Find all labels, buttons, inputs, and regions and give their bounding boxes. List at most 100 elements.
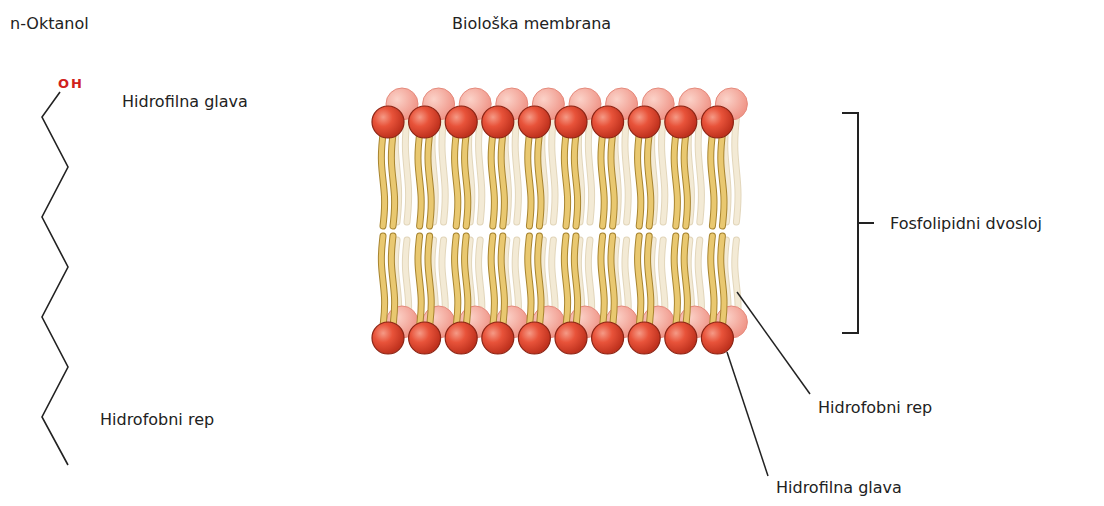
lipid-head xyxy=(518,322,550,354)
lipid-tail xyxy=(638,236,641,326)
lipid-head xyxy=(445,106,477,138)
lipid-tail xyxy=(405,118,408,222)
lipid-head xyxy=(555,322,587,354)
lipid-head xyxy=(701,322,733,354)
leader-line xyxy=(737,292,810,394)
lipid-tail xyxy=(538,134,541,226)
lipid-tail xyxy=(574,236,577,326)
lipid-tail xyxy=(698,118,701,222)
lipid-tail xyxy=(638,236,641,326)
lipid-tail xyxy=(418,236,421,326)
lipid-tail xyxy=(648,134,651,226)
front-layer xyxy=(372,106,733,354)
lipid-tail xyxy=(538,236,541,326)
lipid-tail xyxy=(381,236,384,326)
panel-title: n-Oktanol xyxy=(10,14,89,33)
lipid-tail xyxy=(528,134,531,226)
lipid-head xyxy=(592,322,624,354)
lipid-tail xyxy=(465,134,468,226)
lipid-tail xyxy=(625,118,628,222)
lipid-tail xyxy=(491,134,494,226)
panel-title: Biološka membrana xyxy=(452,14,611,33)
lipid-tail xyxy=(479,118,482,222)
lipid-head xyxy=(518,106,550,138)
lipid-tail xyxy=(638,134,641,226)
lipid-tail xyxy=(721,236,724,326)
lipid-tail xyxy=(501,236,504,326)
lipid-tail xyxy=(638,134,641,226)
lipid-tail xyxy=(611,134,614,226)
part-label: Fosfolipidni dvosloj xyxy=(890,214,1042,233)
lipid-head xyxy=(701,106,733,138)
lipid-tail xyxy=(515,118,518,222)
lipid-head xyxy=(665,322,697,354)
part-label: Hidrofilna glava xyxy=(776,478,902,497)
lipid-tail xyxy=(381,134,384,226)
lipid-tail xyxy=(564,236,567,326)
part-label: Hidrofobni rep xyxy=(818,398,932,417)
lipid-head xyxy=(592,106,624,138)
lipid-tail xyxy=(491,236,494,326)
lipid-tail xyxy=(455,236,458,326)
lipid-tail xyxy=(455,236,458,326)
lipid-tail xyxy=(574,134,577,226)
lipid-tail xyxy=(711,134,714,226)
lipid-tail xyxy=(564,134,567,226)
lipid-tail xyxy=(684,134,687,226)
lipid-tail xyxy=(418,134,421,226)
lipid-tail xyxy=(391,134,394,226)
lipid-tail xyxy=(601,236,604,326)
lipid-tail xyxy=(428,236,431,326)
lipid-head xyxy=(372,106,404,138)
lipid-tail xyxy=(552,118,555,222)
lipid-tail xyxy=(528,236,531,326)
lipid-tail xyxy=(465,236,468,326)
hydroxyl-group: OH xyxy=(58,76,84,92)
lipid-head xyxy=(482,106,514,138)
lipid-head xyxy=(409,322,441,354)
lipid-tail xyxy=(684,236,687,326)
lipid-tail xyxy=(442,118,445,222)
lipid-tail xyxy=(391,134,394,226)
lipid-tail xyxy=(601,236,604,326)
lipid-tail xyxy=(674,236,677,326)
lipid-tail xyxy=(698,118,701,222)
lipid-tail xyxy=(711,134,714,226)
lipid-tail xyxy=(442,118,445,222)
lipid-tail xyxy=(428,134,431,226)
lipid-tail xyxy=(625,118,628,222)
lipid-head xyxy=(482,322,514,354)
lipid-head xyxy=(665,106,697,138)
part-label: Hidrofobni rep xyxy=(100,410,214,429)
lipid-tail xyxy=(564,134,567,226)
carbon-chain xyxy=(42,92,68,465)
lipid-tail xyxy=(391,236,394,326)
lipid-tail xyxy=(601,134,604,226)
lipid-tail xyxy=(574,134,577,226)
lipid-tail xyxy=(405,118,408,222)
lipid-tail xyxy=(418,134,421,226)
lipid-tail xyxy=(721,236,724,326)
lipid-tail xyxy=(711,236,714,326)
lipid-tail xyxy=(479,118,482,222)
lipid-tail xyxy=(501,134,504,226)
lipid-head xyxy=(628,106,660,138)
lipid-head xyxy=(445,322,477,354)
lipid-tail xyxy=(601,134,604,226)
lipid-head xyxy=(409,106,441,138)
lipid-tail xyxy=(684,236,687,326)
lipid-tail xyxy=(611,236,614,326)
lipid-head xyxy=(555,106,587,138)
lipid-head xyxy=(372,322,404,354)
lipid-tail xyxy=(662,118,665,222)
lipid-tail xyxy=(428,236,431,326)
lipid-tail xyxy=(711,236,714,326)
lipid-tail xyxy=(501,236,504,326)
lipid-head xyxy=(628,322,660,354)
lipid-tail xyxy=(455,134,458,226)
lipid-tail xyxy=(465,236,468,326)
lipid-tail xyxy=(574,236,577,326)
lipid-tail xyxy=(588,118,591,222)
lipid-tail xyxy=(538,236,541,326)
